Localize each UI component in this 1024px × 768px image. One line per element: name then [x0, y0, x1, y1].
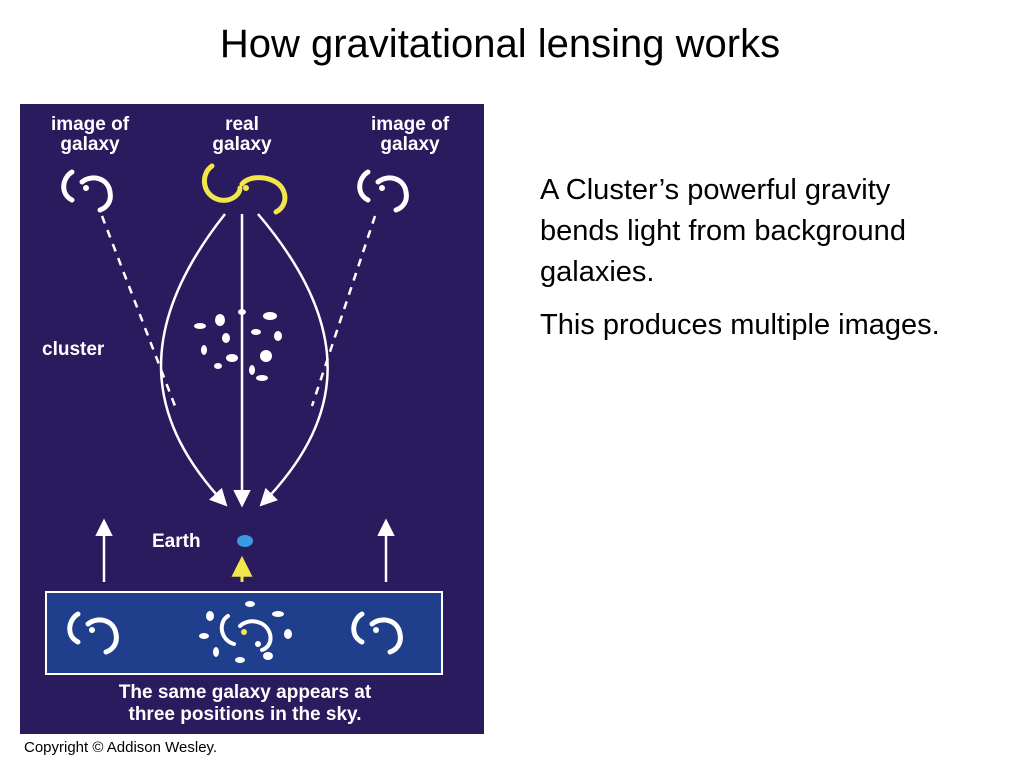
- label-image-left-line2: galaxy: [60, 134, 120, 155]
- caption-paragraph-2: This produces multiple images.: [540, 309, 940, 341]
- label-cluster: cluster: [42, 339, 105, 360]
- copyright-notice: Copyright © Addison Wesley.: [24, 739, 218, 756]
- sky-caption-line2: three positions in the sky.: [129, 704, 362, 725]
- galaxy-cluster-icon: [194, 309, 282, 381]
- lensing-diagram: image of galaxy real galaxy image of gal…: [20, 104, 484, 734]
- dashed-line-right: [310, 215, 377, 407]
- light-path-right: [257, 213, 329, 507]
- label-image-right-line1: image of: [371, 114, 450, 135]
- caption-paragraph-1: A Cluster’s powerful gravity bends light…: [540, 174, 906, 288]
- galaxy-sky-right-icon: [351, 611, 403, 655]
- slide-title: How gravitational lensing works: [219, 22, 781, 66]
- dashed-line-left: [100, 215, 177, 407]
- label-real-line1: real: [225, 114, 259, 135]
- label-image-left-line1: image of: [51, 114, 130, 135]
- cluster-sky-icon: [199, 601, 292, 663]
- galaxy-image-left-icon: [61, 169, 113, 213]
- caption-block: A Cluster’s powerful gravity bends light…: [540, 170, 970, 358]
- label-real-line2: galaxy: [212, 134, 272, 155]
- galaxy-sky-center-icon: [219, 614, 273, 652]
- galaxy-sky-left-icon: [67, 611, 119, 655]
- galaxy-image-right-icon: [357, 169, 409, 213]
- light-path-left: [159, 213, 228, 507]
- galaxy-real-icon: [202, 163, 288, 215]
- label-earth: Earth: [152, 531, 201, 552]
- sky-caption-line1: The same galaxy appears at: [119, 682, 372, 703]
- label-image-right-line2: galaxy: [380, 134, 440, 155]
- earth-icon: [237, 535, 253, 547]
- lensing-diagram-svg: image of galaxy real galaxy image of gal…: [20, 104, 484, 734]
